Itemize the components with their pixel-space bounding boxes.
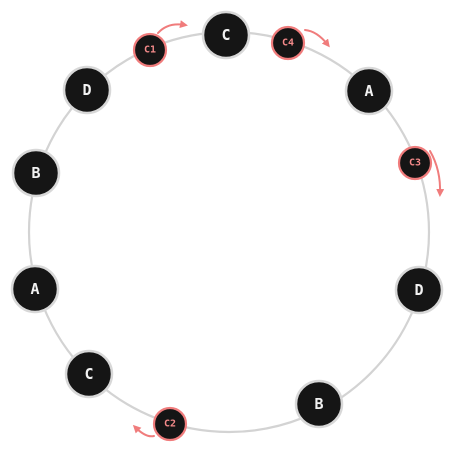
ring-node: A — [10, 264, 60, 314]
cursor-label: C2 — [164, 419, 176, 430]
cursor-label: C1 — [144, 45, 156, 56]
cursor-disc — [132, 32, 168, 68]
cursor-label: C4 — [282, 38, 294, 49]
cursor-disc — [152, 406, 188, 442]
ring-node: A — [344, 66, 394, 116]
node-disc — [201, 10, 251, 60]
node-label: C — [84, 365, 93, 383]
node-label: A — [364, 82, 373, 100]
node-disc — [10, 264, 60, 314]
cursor-arrow — [157, 20, 188, 34]
cursor-marker: C4 — [270, 25, 306, 61]
cursor-marker: C3 — [397, 145, 433, 181]
node-disc — [64, 349, 114, 399]
cursor-label: C3 — [409, 158, 421, 169]
node-label: D — [82, 81, 91, 99]
node-label: A — [30, 280, 39, 298]
cursor-marker: C1 — [132, 32, 168, 68]
ring-node: C — [201, 10, 251, 60]
cursor-arrow — [304, 29, 330, 48]
node-label: B — [314, 395, 323, 413]
ring-node: B — [11, 148, 61, 198]
ring-node: D — [394, 265, 444, 315]
cursor-disc — [270, 25, 306, 61]
cursor-arrow — [429, 150, 445, 197]
ring-node: D — [62, 65, 112, 115]
node-disc — [11, 148, 61, 198]
cursor-marker: C2 — [152, 406, 188, 442]
node-label: D — [414, 281, 423, 299]
node-disc — [394, 265, 444, 315]
node-label: B — [31, 164, 40, 182]
node-disc — [62, 65, 112, 115]
node-disc — [344, 66, 394, 116]
ring-node: B — [294, 379, 344, 429]
ring-node: C — [64, 349, 114, 399]
node-disc — [294, 379, 344, 429]
cursor-disc — [397, 145, 433, 181]
node-label: C — [221, 26, 230, 44]
cursor-arrow — [132, 424, 155, 438]
